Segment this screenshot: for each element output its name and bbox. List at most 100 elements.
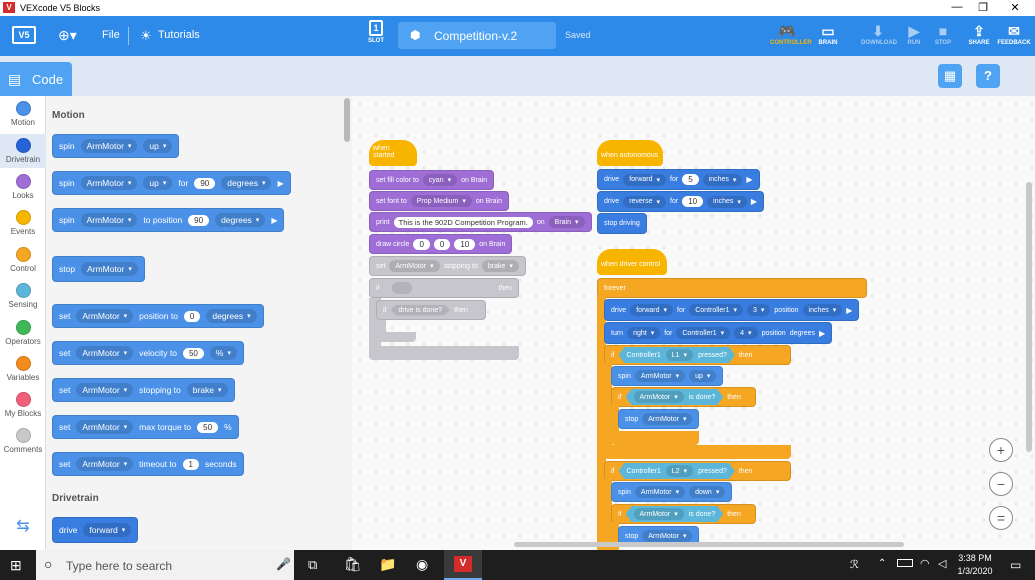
category-control[interactable]: Control	[0, 247, 46, 273]
stop-icon: ■	[938, 23, 948, 39]
block-if-l1-pressed[interactable]: ifController1L1pressed?then	[604, 345, 791, 365]
stop-button[interactable]: ■STOP	[926, 22, 960, 46]
block-if-armmotor-done-2[interactable]: ifArmMotoris done?then	[611, 504, 756, 524]
comments-dot-icon	[15, 428, 31, 443]
hat-when-driver-control[interactable]: when driver control	[597, 249, 667, 275]
category-motion[interactable]: Motion	[0, 101, 46, 127]
block-spin-for[interactable]: spinArmMotorupfor90degrees▶	[52, 171, 291, 195]
block-forever[interactable]: forever	[597, 278, 867, 298]
microphone-icon[interactable]: 🎤	[276, 557, 291, 571]
extensions-icon[interactable]: ⇆	[16, 518, 30, 535]
task-view-icon[interactable]: ⧉	[308, 557, 318, 572]
taskbar-search-box[interactable]: ○ Type here to search 🎤	[36, 550, 294, 580]
block-spin-armmotor-down[interactable]: spinArmMotordown	[611, 482, 733, 502]
block-if-armmotor-done[interactable]: ifArmMotoris done?then	[611, 387, 756, 407]
feedback-button[interactable]: ✉FEEDBACK	[995, 22, 1033, 46]
windows-start-icon[interactable]: ⊞	[10, 557, 22, 573]
block-set-fill-color[interactable]: set fill color tocyanon Brain	[369, 170, 495, 190]
feedback-icon: ✉	[1008, 23, 1020, 39]
project-name-box[interactable]: ⬢ Competition-v.2	[398, 22, 556, 49]
minimize-button[interactable]: —	[951, 1, 963, 13]
canvas-horizontal-scrollbar[interactable]	[514, 542, 904, 547]
controller-button[interactable]: 🎮CONTROLLER	[770, 23, 812, 46]
category-operators[interactable]: Operators	[0, 320, 46, 346]
vexcode-taskbar-button[interactable]: V	[444, 550, 482, 580]
slot-selector[interactable]: 1 SLOT	[366, 20, 386, 44]
devices-icon[interactable]: ▦	[938, 64, 962, 88]
file-menu[interactable]: File	[102, 29, 120, 41]
taskbar-time: 3:38 PM	[958, 553, 992, 563]
people-icon[interactable]: ℛ	[850, 559, 859, 571]
lightbulb-icon: ☀	[140, 28, 152, 43]
palette-scrollbar[interactable]	[344, 98, 350, 142]
if-l1-foot	[604, 445, 791, 459]
block-drive-reverse[interactable]: drivereversefor10inches▶	[597, 191, 765, 212]
chrome-icon[interactable]: ◉	[416, 556, 429, 572]
block-if-l2-pressed[interactable]: ifController1L2pressed?then	[604, 461, 791, 481]
maximize-button[interactable]: ❐	[978, 2, 988, 14]
tutorials-menu[interactable]: Tutorials	[158, 29, 200, 41]
brain-button[interactable]: ▭BRAIN	[811, 22, 845, 46]
file-explorer-icon[interactable]: 📁	[379, 556, 397, 572]
block-spin-armmotor-up[interactable]: spinArmMotorup	[611, 366, 724, 386]
variables-dot-icon	[15, 356, 31, 371]
code-canvas[interactable]: when started set fill color tocyanon Bra…	[352, 96, 1035, 550]
help-icon[interactable]: ?	[976, 64, 1000, 88]
category-variables[interactable]: Variables	[0, 356, 46, 382]
close-button[interactable]: ✕	[1010, 2, 1020, 14]
zoom-out-button[interactable]: −	[989, 472, 1013, 496]
block-stop-driving[interactable]: stop driving	[597, 213, 647, 234]
category-drivetrain[interactable]: Drivetrain	[0, 134, 46, 168]
category-comments[interactable]: Comments	[0, 428, 46, 454]
battery-icon[interactable]	[897, 559, 913, 567]
show-hidden-icons[interactable]: ⌃	[878, 558, 887, 569]
wifi-icon[interactable]: ◠	[920, 558, 930, 570]
globe-icon[interactable]: ⊕▾	[58, 27, 77, 43]
volume-icon[interactable]: ◁	[938, 558, 947, 570]
if-armmotor-arm	[611, 405, 619, 435]
menu-bar: V5 ⊕▾ File ☀ Tutorials 1 SLOT ⬢ Competit…	[0, 16, 1035, 56]
canvas-vertical-scrollbar[interactable]	[1026, 182, 1032, 452]
category-sensing[interactable]: Sensing	[0, 283, 46, 309]
share-button[interactable]: ⇪SHARE	[962, 22, 996, 46]
category-events[interactable]: Events	[0, 210, 46, 236]
share-icon: ⇪	[973, 23, 985, 39]
store-icon[interactable]: 🛍	[344, 556, 362, 572]
code-tab[interactable]: ▤ Code	[0, 62, 72, 96]
block-drive-forward[interactable]: driveforwardfor5inches▶	[597, 169, 760, 190]
block-drive-controller[interactable]: driveforwardforController13positioninche…	[604, 299, 860, 321]
block-turn-controller[interactable]: turnrightforController14positiondegrees▶	[604, 322, 833, 344]
vex-logo-icon[interactable]: V5	[12, 26, 36, 44]
taskbar-clock[interactable]: 3:38 PM 1/3/2020	[955, 553, 995, 576]
run-button[interactable]: ▶RUN	[897, 22, 931, 46]
block-spin[interactable]: spinArmMotorup	[52, 134, 180, 158]
hat-when-started[interactable]: when started	[369, 140, 417, 166]
zoom-in-button[interactable]: +	[989, 438, 1013, 462]
category-looks[interactable]: Looks	[0, 174, 46, 200]
sensing-dot-icon	[15, 283, 31, 298]
windows-taskbar: ⊞ ○ Type here to search 🎤 ⧉ 🛍 📁 ◉ V ℛ ⌃ …	[0, 550, 1035, 580]
download-button[interactable]: ⬇DOWNLOAD	[861, 23, 897, 46]
hexagon-icon: ⬢	[410, 28, 421, 42]
play-icon: ▶	[750, 197, 758, 206]
hat-when-autonomous[interactable]: when autonomous	[597, 140, 663, 166]
notifications-icon[interactable]: ▭	[1010, 558, 1022, 572]
zoom-reset-button[interactable]: =	[989, 506, 1013, 530]
category-my-blocks[interactable]: My Blocks	[0, 392, 46, 418]
